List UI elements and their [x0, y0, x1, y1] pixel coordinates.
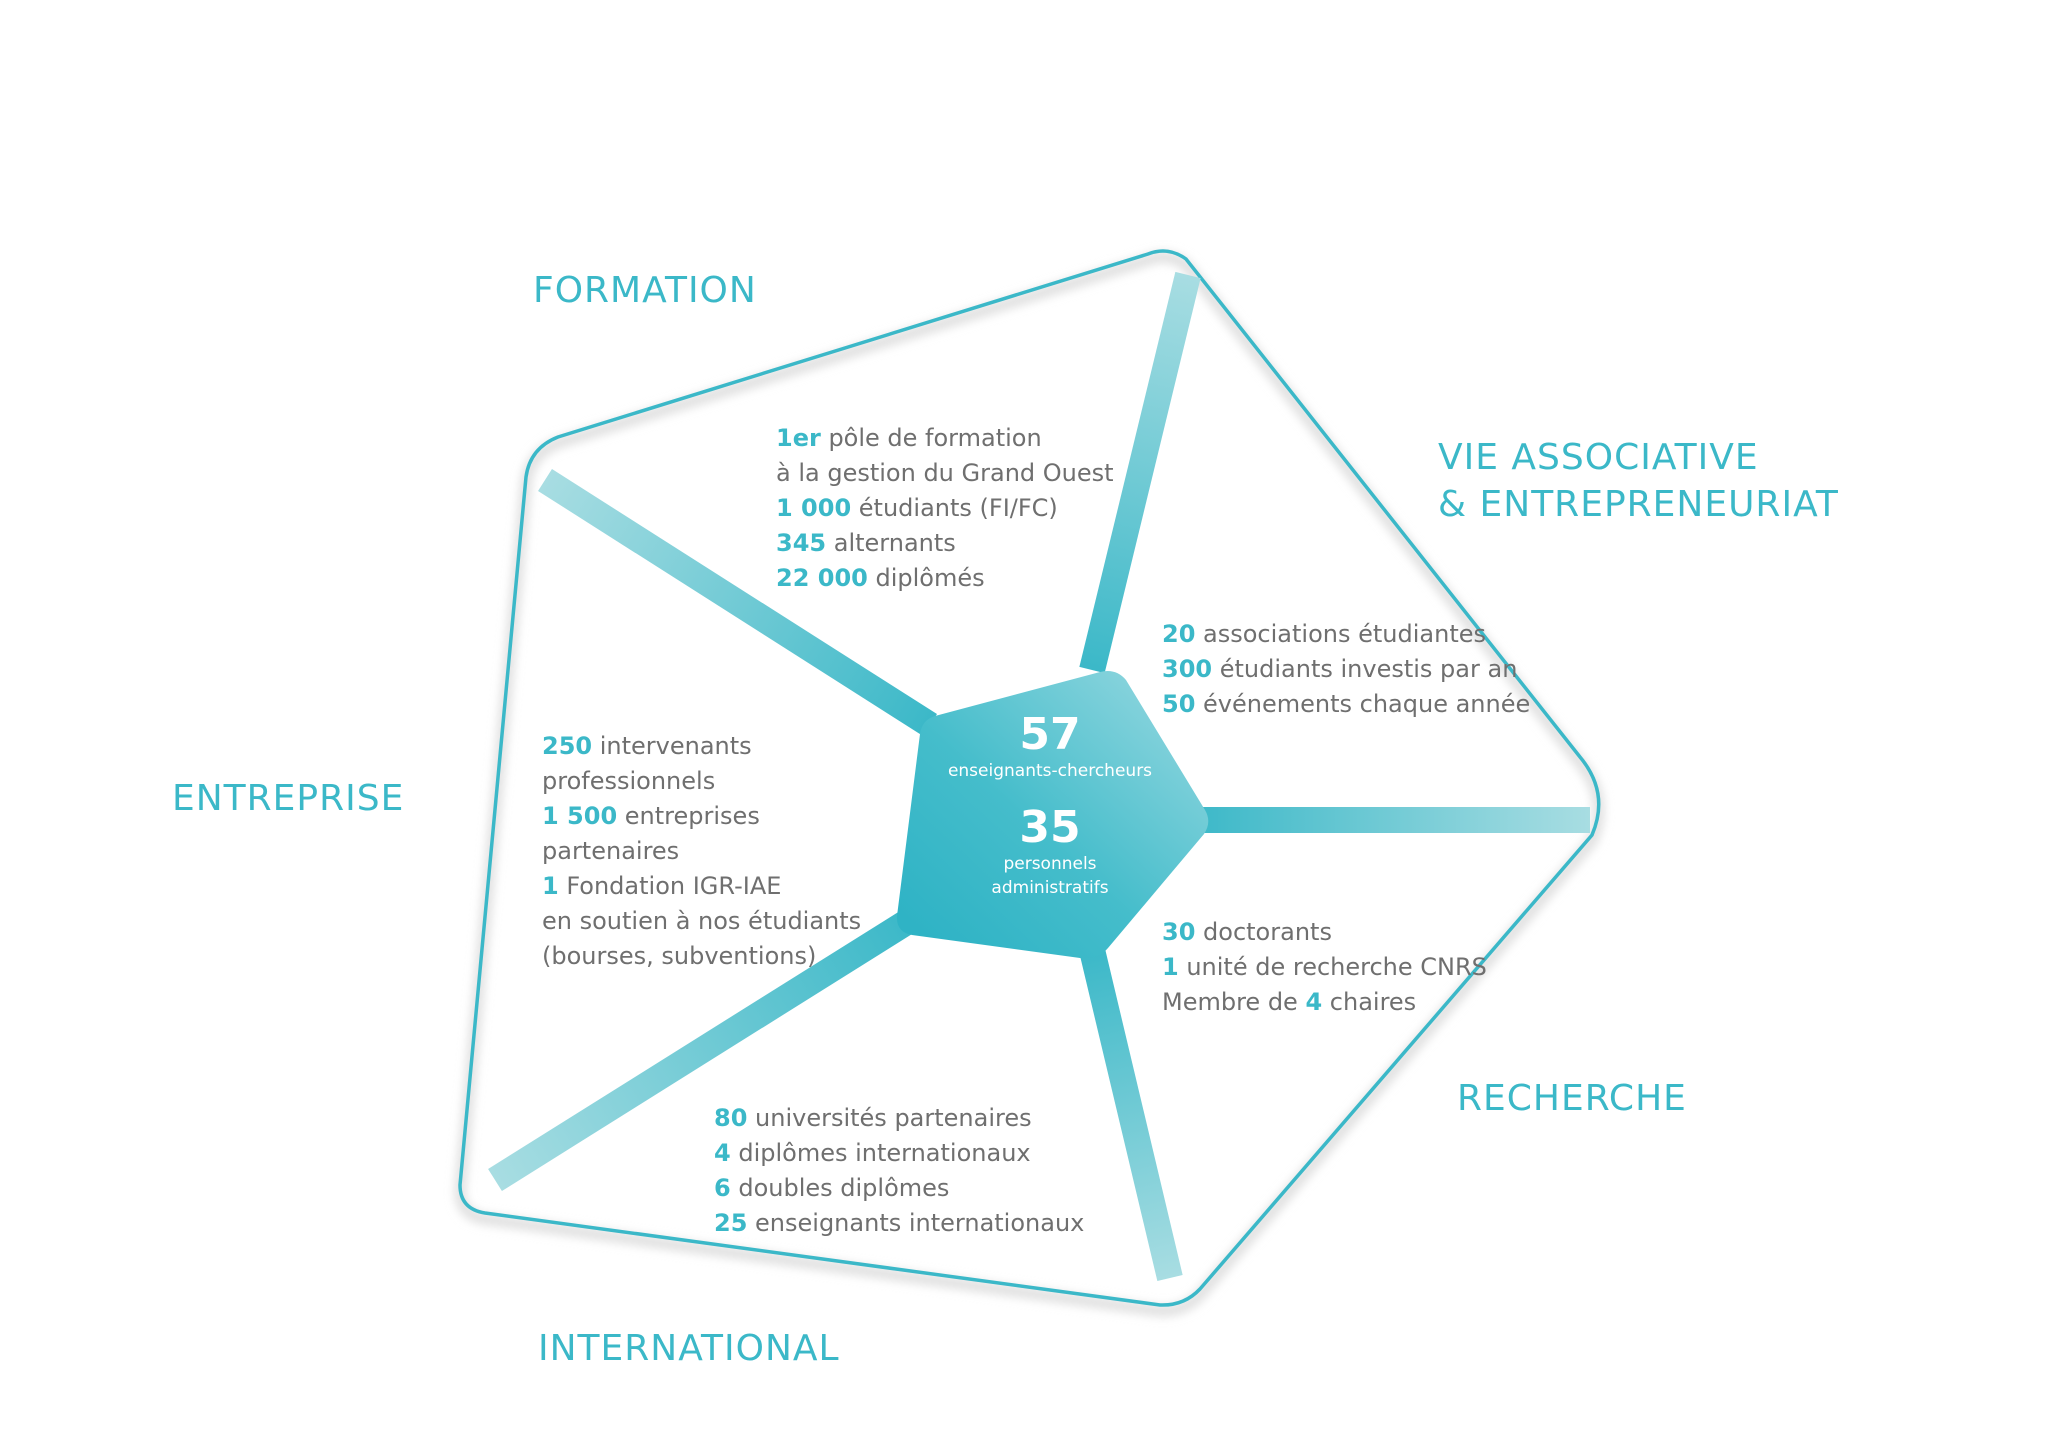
stat-line: professionnels: [542, 767, 716, 795]
staff-count: 35: [1019, 802, 1081, 853]
stat-line: 30 doctorants: [1162, 918, 1332, 946]
stat-line: partenaires: [542, 837, 680, 865]
staff-label-2: administratifs: [991, 878, 1109, 898]
stat-line: en soutien à nos étudiants: [542, 907, 862, 935]
spoke-top-left: [538, 469, 937, 736]
stats-entreprise: 250 intervenants professionnels 1 500 en…: [542, 729, 861, 974]
stat-line: 25 enseignants internationaux: [714, 1209, 1085, 1237]
teachers-label: enseignants-chercheurs: [947, 761, 1153, 781]
stat-line: (bourses, subventions): [542, 942, 817, 970]
spoke-bottom: [1079, 946, 1183, 1282]
stat-line: 6 doubles diplômes: [714, 1174, 950, 1202]
title-international: INTERNATIONAL: [538, 1328, 840, 1369]
center-teachers: 57 enseignants-chercheurs: [925, 711, 1175, 783]
stat-line: 50 événements chaque année: [1162, 690, 1531, 718]
center-staff: 35 personnels administratifs: [925, 804, 1175, 900]
stat-line: 4 diplômes internationaux: [714, 1139, 1031, 1167]
stat-line: 345 alternants: [776, 529, 956, 557]
stat-line: 20 associations étudiantes: [1162, 620, 1486, 648]
stats-vie-associative: 20 associations étudiantes 300 étudiants…: [1162, 617, 1530, 722]
title-recherche: RECHERCHE: [1457, 1078, 1687, 1119]
stat-line: 300 étudiants investis par an: [1162, 655, 1518, 683]
stats-formation: 1er pôle de formation à la gestion du Gr…: [776, 421, 1114, 596]
stat-line: 1 500 entreprises: [542, 802, 760, 830]
spoke-bottom-left: [488, 908, 917, 1192]
center-pentagon: [896, 671, 1209, 959]
stats-international: 80 universités partenaires 4 diplômes in…: [714, 1101, 1084, 1241]
title-formation: FORMATION: [533, 270, 757, 311]
stat-line: 22 000 diplômés: [776, 564, 985, 592]
stat-line: 250 intervenants: [542, 732, 752, 760]
stat-line: 1 unité de recherche CNRS: [1162, 953, 1487, 981]
stat-line: à la gestion du Grand Ouest: [776, 459, 1114, 487]
stat-line: 1 Fondation IGR-IAE: [542, 872, 782, 900]
title-entreprise: ENTREPRISE: [172, 778, 405, 819]
stat-line: 1 000 étudiants (FI/FC): [776, 494, 1058, 522]
stat-line: 80 universités partenaires: [714, 1104, 1032, 1132]
spoke-top: [1079, 271, 1201, 674]
stats-recherche: 30 doctorants 1 unité de recherche CNRS …: [1162, 915, 1487, 1020]
stat-line: Membre de 4 chaires: [1162, 988, 1417, 1016]
title-vie-associative: VIE ASSOCIATIVE & ENTREPRENEURIAT: [1438, 437, 1839, 525]
staff-label-1: personnels: [1003, 854, 1097, 874]
stat-line: 1er pôle de formation: [776, 424, 1042, 452]
teachers-count: 57: [1019, 709, 1081, 760]
outline-pentagon: [458, 249, 1601, 1307]
